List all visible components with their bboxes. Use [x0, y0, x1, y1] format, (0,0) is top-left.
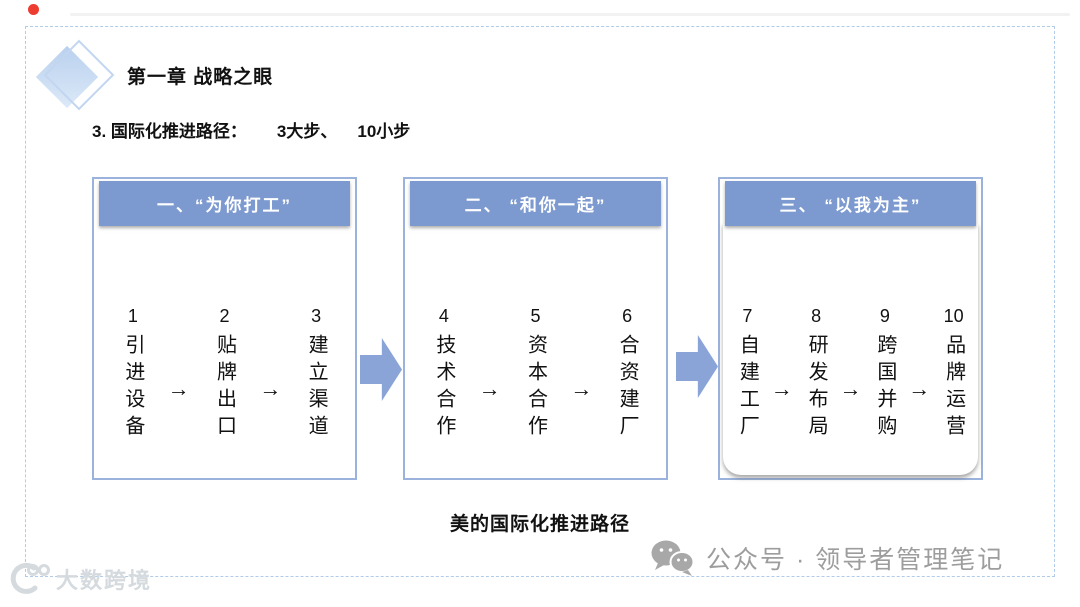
step-text: 研发布局 [805, 334, 828, 442]
step-number: 3 [311, 306, 322, 326]
step-1: 1 引进设备 [122, 306, 144, 442]
wechat-watermark-text: 公众号 · 领导者管理笔记 [706, 546, 1005, 574]
step-text: 引进设备 [121, 334, 144, 442]
step-text: 贴牌出口 [213, 334, 236, 442]
slide-subtitle: 3. 国际化推进路径： 3大步、 10小步 [92, 117, 410, 142]
step-arrow-icon: → [770, 376, 793, 401]
step-arrow-icon: → [259, 376, 282, 401]
step-6: 6 合资建厂 [616, 306, 638, 442]
box-body-2: 4 技术合作 → 5 资本合作 → 6 合资建厂 [409, 226, 662, 478]
step-text: 自建工厂 [736, 334, 759, 442]
step-text: 合资建厂 [616, 334, 639, 442]
logo-watermark: 大数跨境 [8, 562, 152, 596]
slide-dashed-border [25, 26, 1055, 577]
step-text: 资本合作 [524, 334, 547, 442]
step-text: 品牌运营 [942, 334, 965, 442]
step-7: 7 自建工厂 [736, 306, 758, 442]
step-number: 1 [127, 306, 138, 326]
phase-box-1: 一、“为你打工” 1 引进设备 → 2 贴牌出口 → 3 建立渠道 [92, 177, 357, 480]
phase-3-rounded-shadow [723, 223, 978, 475]
step-arrow-icon: → [478, 376, 501, 401]
step-4: 4 技术合作 [433, 306, 455, 442]
step-10: 10 品牌运营 [943, 306, 965, 442]
subtitle-prefix: 3. 国际化推进路径： [92, 122, 247, 141]
step-5: 5 资本合作 [524, 306, 546, 442]
logo-watermark-text: 大数跨境 [56, 568, 153, 593]
step-arrow-icon: → [908, 376, 931, 401]
step-8: 8 研发布局 [805, 306, 827, 442]
step-number: 5 [530, 306, 541, 326]
step-number: 8 [811, 306, 822, 326]
wechat-icon [651, 540, 695, 576]
step-number: 10 [943, 306, 964, 326]
diagram-caption: 美的国际化推进路径 [449, 514, 630, 535]
step-arrow-icon: → [570, 376, 593, 401]
box-body-3: 7 自建工厂 → 8 研发布局 → 9 跨国并购 → 10 品牌运营 [724, 226, 977, 478]
box-body-1: 1 引进设备 → 2 贴牌出口 → 3 建立渠道 [98, 226, 351, 478]
step-3: 3 建立渠道 [305, 306, 327, 442]
phase-box-2: 二、 “和你一起” 4 技术合作 → 5 资本合作 → 6 合资建厂 [403, 177, 668, 480]
step-arrow-icon: → [167, 376, 190, 401]
subtitle-part2: 10小步 [357, 122, 411, 141]
step-number: 6 [622, 306, 633, 326]
phase-3-header: 三、 “以我为主” [725, 181, 976, 226]
step-text: 建立渠道 [305, 334, 328, 442]
step-number: 9 [879, 306, 890, 326]
record-dot [28, 4, 39, 15]
phase-2-header: 二、 “和你一起” [410, 181, 661, 226]
step-arrow-icon: → [839, 376, 862, 401]
phase-box-3: 三、 “以我为主” 7 自建工厂 → 8 研发布局 → 9 跨国并购 → 10 品牌运营 [718, 177, 983, 480]
step-number: 2 [219, 306, 230, 326]
dashu-kuajing-logo-icon [10, 562, 50, 594]
wechat-watermark: 公众号 · 领导者管理笔记 [650, 538, 1004, 578]
chapter-title: 第一章 战略之眼 [127, 67, 274, 88]
step-text: 跨国并购 [873, 334, 896, 442]
step-2: 2 贴牌出口 [213, 306, 235, 442]
top-edge-smudge [70, 13, 1070, 16]
step-text: 技术合作 [432, 334, 455, 442]
subtitle-part1: 3大步、 [276, 122, 338, 141]
step-number: 4 [438, 306, 449, 326]
phase-1-header: 一、“为你打工” [99, 181, 350, 226]
step-number: 7 [742, 306, 753, 326]
step-9: 9 跨国并购 [874, 306, 896, 442]
